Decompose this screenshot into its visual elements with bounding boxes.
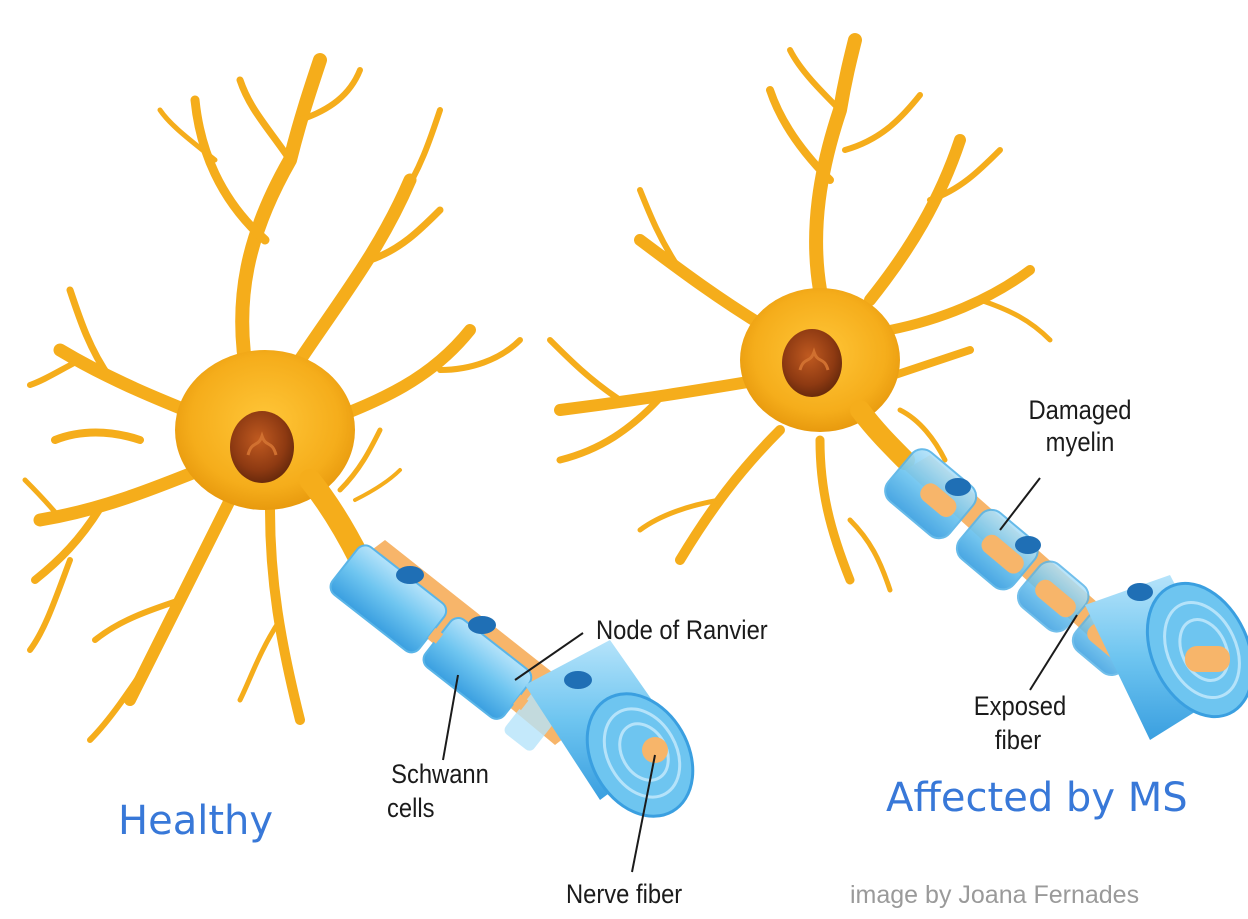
label-schwann-cells-line1: Schwann — [387, 758, 493, 790]
ms-nucleus — [782, 329, 842, 397]
label-exposed-fiber-line1: Exposed — [963, 690, 1077, 722]
label-damaged-myelin-line1: Damaged — [1018, 394, 1141, 426]
label-exposed-fiber-line2: fiber — [974, 724, 1062, 756]
healthy-axon — [324, 538, 714, 835]
healthy-nucleus — [230, 411, 294, 483]
image-credit: image by Joana Fernades — [850, 880, 1139, 910]
title-affected-by-ms: Affected by MS — [886, 775, 1188, 821]
label-damaged-myelin-line2: myelin — [1027, 426, 1133, 458]
title-healthy: Healthy — [118, 798, 273, 844]
label-node-of-ranvier: Node of Ranvier — [596, 614, 768, 646]
label-schwann-cells-line2: cells — [387, 792, 435, 824]
label-nerve-fiber: Nerve fiber — [566, 878, 682, 910]
